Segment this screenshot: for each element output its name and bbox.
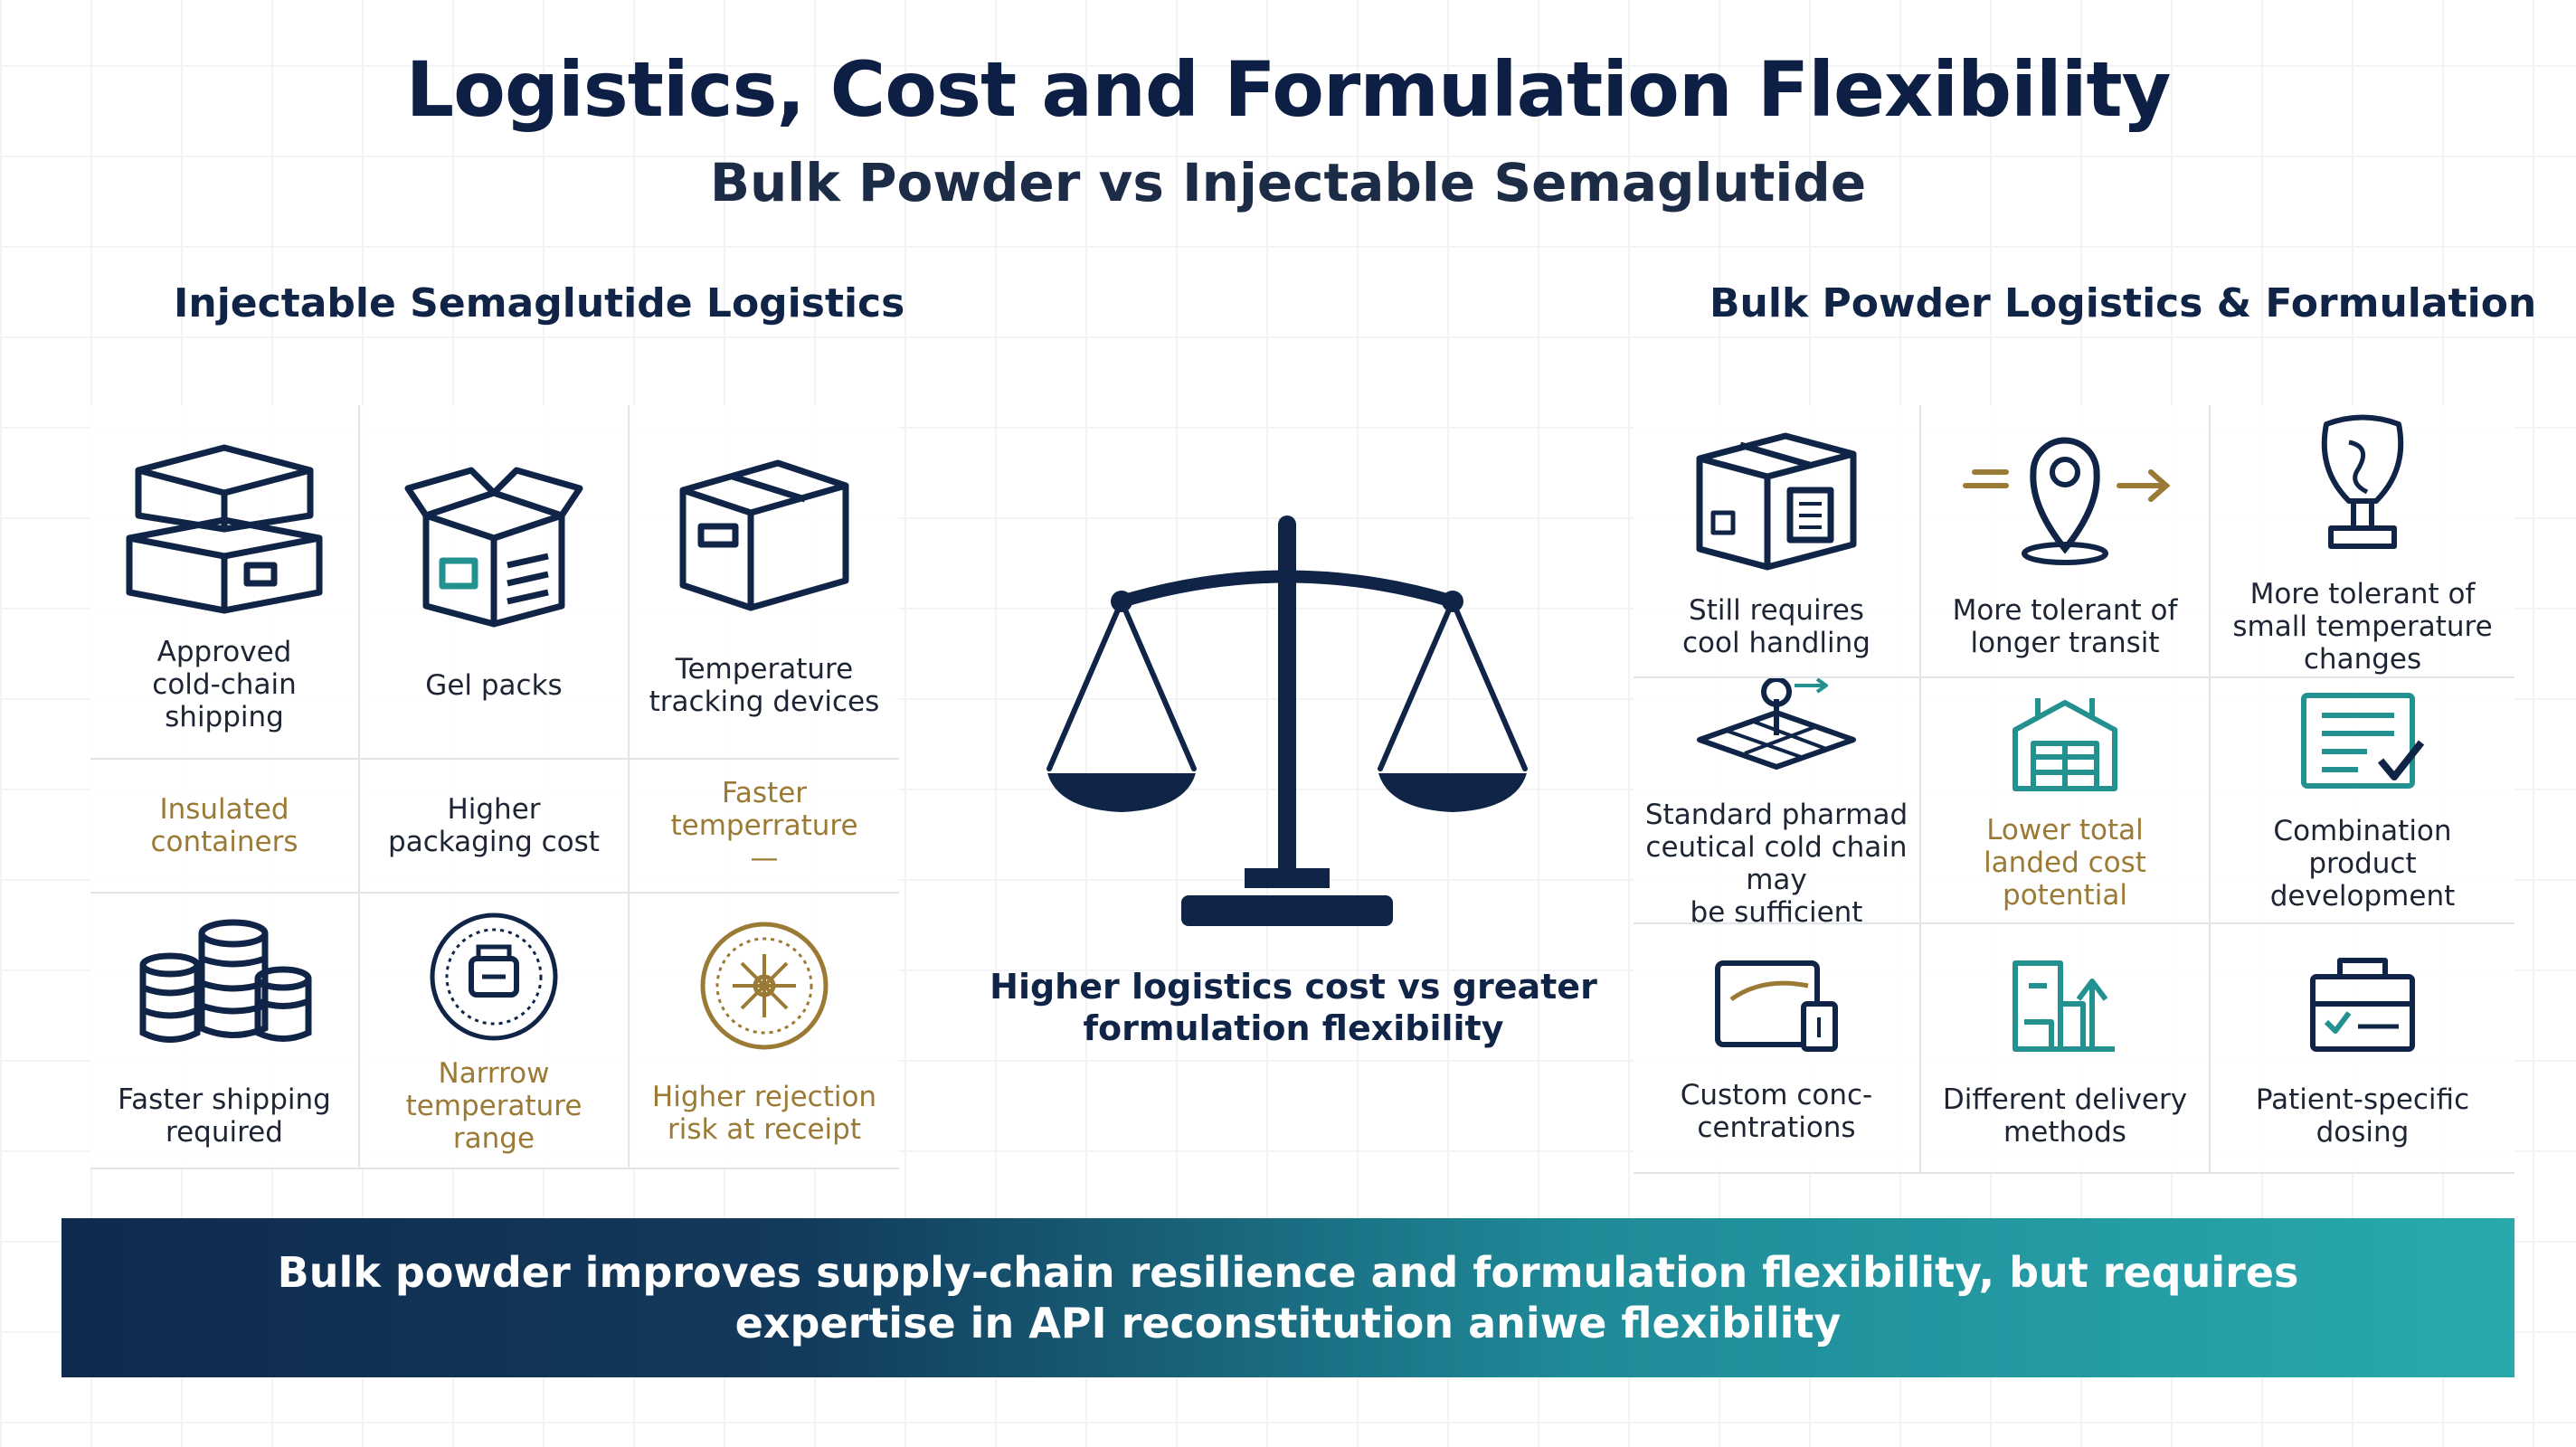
- right-cell-longer-transit: More tolerant of longer transit: [1921, 405, 2209, 676]
- monitor-icon: [1715, 960, 1838, 1052]
- right-cell-delivery-methods: Different delivery methods: [1921, 924, 2209, 1174]
- right-cell-landed-cost: Lower total landed cost potential: [1921, 678, 2209, 922]
- warehouse-icon: [2012, 698, 2117, 791]
- right-cell-label: Lower total landed cost potential: [1984, 814, 2146, 912]
- left-panel-heading: Injectable Semaglutide Logistics: [174, 280, 905, 326]
- right-cell-custom-concentrations: Custom conc- centrations: [1634, 924, 1919, 1174]
- left-cell-narrow-range: Narrrow temperature range: [360, 894, 628, 1169]
- left-cell-label: Higher packaging cost: [388, 793, 600, 858]
- balance-scale-icon: [1046, 515, 1528, 926]
- center-caption: Higher logistics cost vs greater formula…: [990, 967, 1597, 1048]
- checklist-icon: [2301, 693, 2425, 789]
- right-cell-label: Standard pharmad ceutical cold chain may…: [1644, 799, 1908, 929]
- map-pin-icon: [1697, 676, 1856, 770]
- right-cell-label: Custom conc- centrations: [1680, 1079, 1873, 1144]
- left-cell-gel-packs: Gel packs: [360, 405, 628, 758]
- left-cell-label: Faster shipping required: [118, 1083, 331, 1149]
- left-cell-rejection-risk: Higher rejection risk at receipt: [630, 894, 899, 1169]
- right-cell-temperature-changes: More tolerant of small temperature chang…: [2211, 405, 2514, 676]
- left-cell-label: Higher rejection risk at receipt: [651, 1080, 877, 1146]
- banner-text: Bulk powder improves supply-chain resili…: [277, 1248, 2299, 1348]
- trophy-icon: [2321, 414, 2404, 549]
- page-subtitle: Bulk Powder vs Injectable Semaglutide: [709, 152, 1867, 213]
- left-cell-tracking: Temperature tracking devices: [630, 405, 899, 758]
- left-cell-packaging-cost: Higher packaging cost: [360, 760, 628, 892]
- right-cell-label: Combination product development: [2269, 815, 2456, 913]
- right-cell-label: Patient-specific dosing: [2255, 1083, 2470, 1149]
- right-cell-patient-dosing: Patient-specific dosing: [2211, 924, 2514, 1174]
- left-cell-label: Approved cold-chain shipping: [152, 636, 297, 733]
- stacked-boxes-icon: [126, 444, 323, 614]
- right-panel-heading: Bulk Powder Logistics & Formulation: [1709, 280, 2537, 326]
- gold-seal-icon: [700, 922, 829, 1049]
- document-box-icon: [1696, 432, 1857, 571]
- open-box-icon: [404, 467, 583, 628]
- page-title: Logistics, Cost and Formulation Flexibil…: [405, 45, 2172, 134]
- right-cell-label: Different delivery methods: [1942, 1083, 2188, 1149]
- right-cell-combination-product: Combination product development: [2211, 678, 2514, 922]
- building-arrow-icon: [2012, 960, 2115, 1052]
- closed-box-icon: [679, 459, 849, 611]
- right-cell-label: More tolerant of longer transit: [1952, 594, 2178, 659]
- left-cell-label: Insulated containers: [150, 793, 298, 858]
- left-cell-label: Faster temperrature —: [670, 777, 858, 875]
- location-pin-icon: [1963, 437, 2171, 565]
- left-cell-insulated: Insulated containers: [90, 760, 358, 892]
- right-cell-label: Still requires cool handling: [1682, 594, 1870, 659]
- left-panel: Approved cold-chain shipping Gel packs T…: [90, 405, 899, 1169]
- right-panel: Still requires cool handling More tolera…: [1634, 405, 2514, 1174]
- cylinder-stacks-icon: [139, 919, 312, 1043]
- left-cell-label: Gel packs: [425, 669, 563, 702]
- summary-banner: Bulk powder improves supply-chain resili…: [62, 1218, 2514, 1377]
- briefcase-icon: [2310, 958, 2415, 1052]
- right-cell-label: More tolerant of small temperature chang…: [2232, 578, 2493, 676]
- left-cell-faster-temp: Faster temperrature —: [630, 760, 899, 892]
- left-cell-cold-chain: Approved cold-chain shipping: [90, 405, 358, 758]
- left-cell-faster-shipping: Faster shipping required: [90, 894, 358, 1169]
- right-cell-standard-cold-chain: Standard pharmad ceutical cold chain may…: [1634, 676, 1919, 929]
- left-cell-label: Temperature tracking devices: [649, 653, 880, 718]
- right-cell-cool-handling: Still requires cool handling: [1634, 405, 1919, 676]
- left-cell-label: Narrrow temperature range: [405, 1056, 582, 1155]
- seal-badge-icon: [430, 913, 558, 1040]
